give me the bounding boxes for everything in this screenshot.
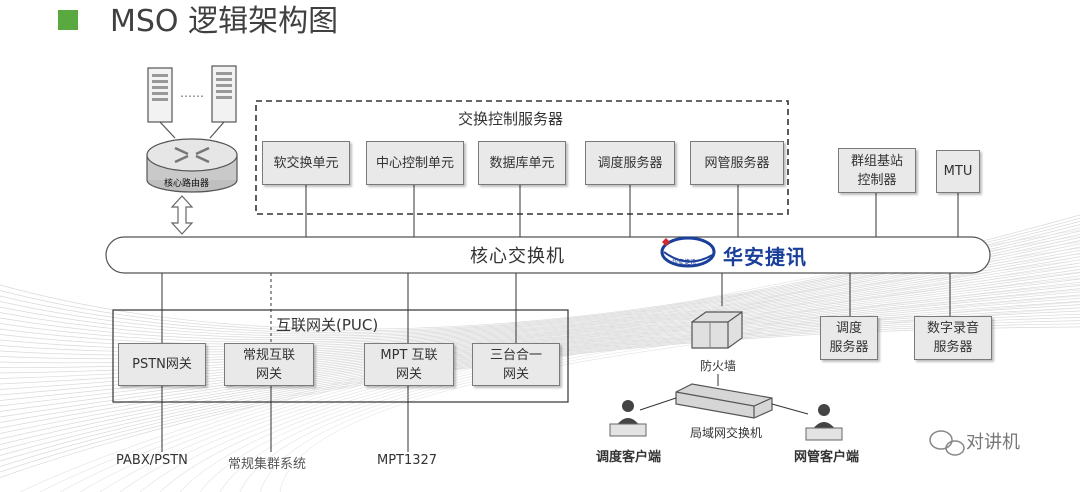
brand-logo-icon: [660, 236, 716, 268]
nms-client-label: 网管客户端: [794, 450, 860, 465]
switch-control-server-title: 交换控制服务器: [458, 110, 564, 128]
lan-switch-icon: [675, 383, 773, 419]
router-dots: ……: [180, 86, 204, 100]
central-control-unit: 中心控制单元: [366, 141, 464, 185]
server-rack-icon-right: [211, 65, 237, 123]
brand-logo-small: 华安捷讯: [672, 259, 697, 266]
lan-switch-label: 局域网交换机: [690, 426, 763, 440]
wechat-icon: [929, 430, 965, 456]
switch-control-server-frame: [255, 100, 789, 215]
nms-user-icon: [805, 404, 843, 441]
brand-logo: 华安捷讯: [723, 245, 807, 269]
server-rack-icon-left: [147, 67, 173, 123]
firewall-icon: [691, 311, 743, 349]
soft-switch-unit: 软交换单元: [262, 141, 350, 185]
watermark-text: 对讲机: [966, 432, 1020, 453]
cluster-bs-controller: 群组基站 控制器: [838, 148, 916, 193]
mpt-gateway: MPT 互联 网关: [364, 343, 454, 386]
puc-frame: [112, 309, 569, 403]
core-switch-label: 核心交换机: [470, 246, 565, 267]
three-in-one-gateway: 三台合一 网关: [472, 343, 560, 386]
mtu-box: MTU: [936, 150, 980, 193]
firewall-label: 防火墙: [700, 359, 737, 373]
nms-server-unit: 网管服务器: [690, 141, 784, 185]
title-bullet: [58, 10, 78, 30]
bidirectional-arrow-icon: [170, 195, 194, 235]
dispatch-server-unit: 调度服务器: [585, 141, 675, 185]
conventional-trunk-label: 常规集群系统: [228, 457, 307, 472]
puc-title: 互联网关(PUC): [276, 316, 379, 334]
dispatch-client-label: 调度客户端: [596, 450, 662, 465]
digital-recording-server-box: 数字录音 服务器: [914, 316, 992, 360]
database-unit: 数据库单元: [478, 141, 566, 185]
pabx-pstn-label: PABX/PSTN: [116, 453, 188, 468]
core-switch-bar: [105, 236, 991, 274]
slide-title: MSO 逻辑架构图: [110, 4, 339, 39]
conventional-gateway: 常规互联 网关: [224, 343, 314, 386]
dispatch-server-box: 调度 服务器: [820, 316, 878, 360]
pstn-gateway: PSTN网关: [118, 343, 206, 386]
mpt1327-label: MPT1327: [377, 453, 438, 468]
core-router-label: 核心路由器: [164, 179, 210, 189]
core-router-icon: [146, 138, 238, 193]
dispatch-user-icon: [609, 400, 647, 437]
